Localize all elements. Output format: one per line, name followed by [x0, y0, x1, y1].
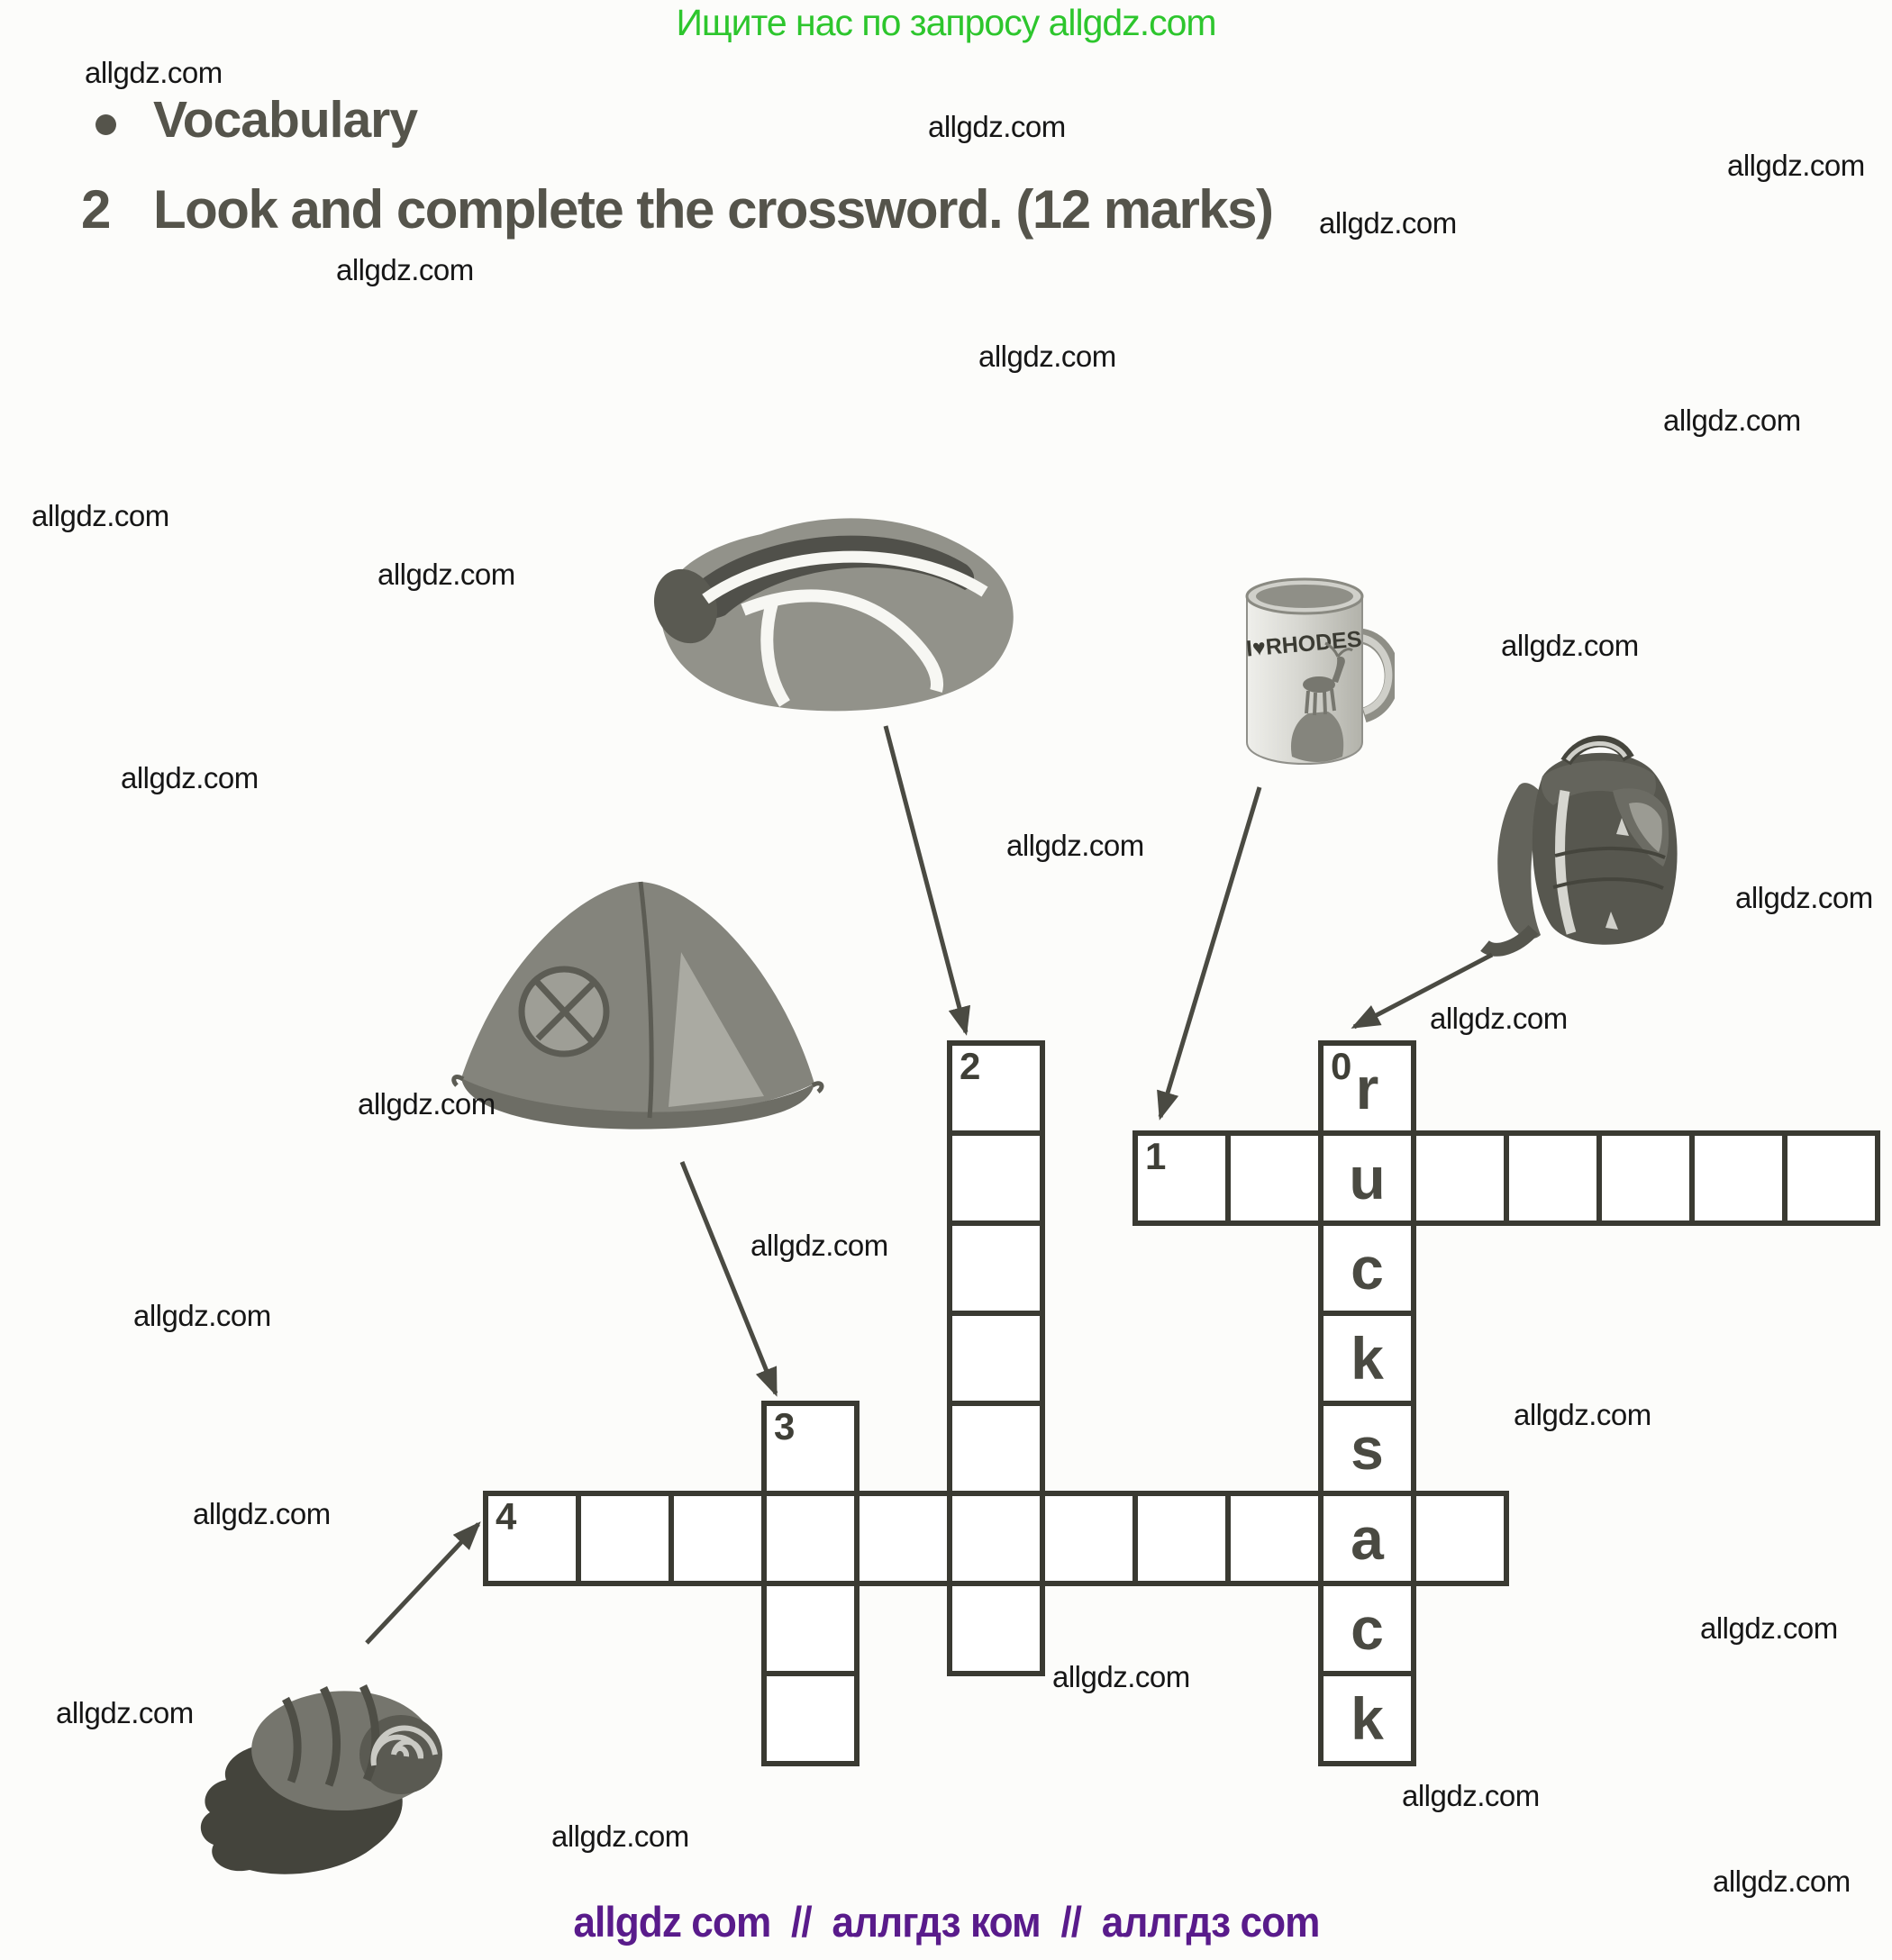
crossword-cell[interactable]: k: [1318, 1671, 1416, 1766]
pointer-arrow-from-sleeping-bag: [883, 725, 971, 1036]
watermark: allgdz.com: [1727, 149, 1865, 182]
watermark: allgdz.com: [1514, 1398, 1651, 1431]
watermark: allgdz.com: [1319, 206, 1457, 240]
exercise-number: 2: [81, 179, 112, 240]
tent-door: [669, 952, 764, 1107]
crossword-cell[interactable]: c: [1318, 1220, 1416, 1316]
crossword-cell[interactable]: [947, 1581, 1045, 1676]
crossword-cell[interactable]: [761, 1671, 860, 1766]
watermark: allgdz.com: [56, 1696, 194, 1729]
crossword-letter: k: [1351, 1685, 1384, 1752]
watermark: allgdz.com: [928, 110, 1066, 143]
crossword-cell[interactable]: c: [1318, 1581, 1416, 1676]
sleeping-roll-image: [200, 1683, 442, 1874]
pointer-arrow-from-sleeping-roll: [365, 1521, 481, 1645]
crossword-clue-number: 4: [496, 1495, 517, 1538]
bullet-icon: [96, 114, 116, 135]
crossword-cell[interactable]: 2: [947, 1040, 1045, 1136]
crossword-cell[interactable]: [1411, 1491, 1509, 1586]
crossword-clue-number: 1: [1145, 1135, 1167, 1177]
crossword-cell[interactable]: [1689, 1130, 1787, 1226]
crossword-cell[interactable]: [761, 1581, 860, 1676]
crossword-cell[interactable]: k: [1318, 1311, 1416, 1406]
crossword-letter: c: [1351, 1235, 1384, 1302]
crossword-cell[interactable]: [1504, 1130, 1602, 1226]
watermark: allgdz.com: [1402, 1779, 1540, 1812]
crossword-cell[interactable]: [947, 1491, 1045, 1586]
crossword-cell[interactable]: [947, 1220, 1045, 1316]
watermark: allgdz.com: [1006, 829, 1144, 862]
watermark: allgdz.com: [978, 340, 1116, 373]
watermark: allgdz.com: [1735, 881, 1873, 914]
pointer-arrow-from-tent: [679, 1161, 778, 1397]
crossword-clue-number: 0: [1331, 1045, 1352, 1087]
crossword-cell[interactable]: [1132, 1491, 1231, 1586]
exercise-title: Look and complete the crossword. (12 mar…: [153, 179, 1274, 240]
crossword-cell[interactable]: [761, 1491, 860, 1586]
watermark: allgdz.com: [1501, 629, 1639, 662]
section-title: Vocabulary: [153, 91, 418, 149]
watermark: allgdz.com: [377, 558, 515, 591]
watermark: allgdz.com: [133, 1299, 271, 1332]
crossword-letter: r: [1355, 1055, 1379, 1121]
pointer-arrow-from-mug: [1157, 786, 1262, 1121]
crossword-cell[interactable]: s: [1318, 1401, 1416, 1496]
crossword-cell[interactable]: [1225, 1130, 1323, 1226]
crossword-cell[interactable]: [1411, 1130, 1509, 1226]
watermark: allgdz.com: [85, 56, 223, 89]
watermark: allgdz.com: [1052, 1660, 1190, 1693]
watermark: allgdz.com: [1700, 1611, 1838, 1645]
site-promo-header: Ищите нас по запросу allgdz.com: [676, 2, 1216, 43]
crossword-cell[interactable]: [1782, 1130, 1880, 1226]
watermark: allgdz.com: [336, 253, 474, 286]
crossword-cell[interactable]: [1225, 1491, 1323, 1586]
crossword-letter: c: [1351, 1595, 1384, 1662]
watermark: allgdz.com: [1663, 404, 1801, 437]
watermark: allgdz.com: [32, 499, 169, 532]
watermark: allgdz.com: [750, 1229, 888, 1262]
watermark: allgdz.com: [551, 1819, 689, 1853]
footer-promo-text: allgdz com // аллгдз ком // аллгдз com: [572, 1898, 1320, 1946]
crossword-cell[interactable]: 4: [483, 1491, 581, 1586]
crossword-cell[interactable]: [1596, 1130, 1695, 1226]
mug-image: I♥RHODES: [1245, 577, 1395, 766]
watermark: allgdz.com: [193, 1497, 331, 1530]
crossword-letter: a: [1351, 1505, 1384, 1572]
crossword-cell[interactable]: 1: [1132, 1130, 1231, 1226]
crossword-cell[interactable]: [947, 1130, 1045, 1226]
sleeping-bag-image: [653, 518, 1014, 712]
crossword-cell[interactable]: [947, 1401, 1045, 1496]
watermark: allgdz.com: [358, 1087, 496, 1121]
rucksack-image: [1480, 735, 1678, 957]
crossword-cell[interactable]: 3: [761, 1401, 860, 1496]
crossword-clue-number: 2: [960, 1045, 981, 1087]
crossword-cell[interactable]: [1040, 1491, 1138, 1586]
watermark: allgdz.com: [1713, 1865, 1851, 1898]
crossword-cell[interactable]: a: [1318, 1491, 1416, 1586]
deer-silhouette: [1303, 676, 1335, 693]
crossword-cell[interactable]: [576, 1491, 674, 1586]
crossword-cell[interactable]: [854, 1491, 952, 1586]
crossword-cell[interactable]: u: [1318, 1130, 1416, 1226]
roll-spiral: [370, 1725, 438, 1766]
crossword-cell[interactable]: [947, 1311, 1045, 1406]
footer-promo: allgdz com // аллгдз ком // аллгдз com: [0, 1897, 1892, 1946]
watermark: allgdz.com: [1430, 1002, 1568, 1035]
watermark: allgdz.com: [121, 761, 259, 794]
crossword-letter: u: [1349, 1145, 1386, 1211]
crossword-cell[interactable]: [669, 1491, 767, 1586]
crossword-clue-number: 3: [774, 1405, 796, 1447]
crossword-letter: k: [1351, 1325, 1384, 1392]
tent-image: [451, 881, 824, 1130]
crossword-letter: s: [1351, 1415, 1384, 1482]
